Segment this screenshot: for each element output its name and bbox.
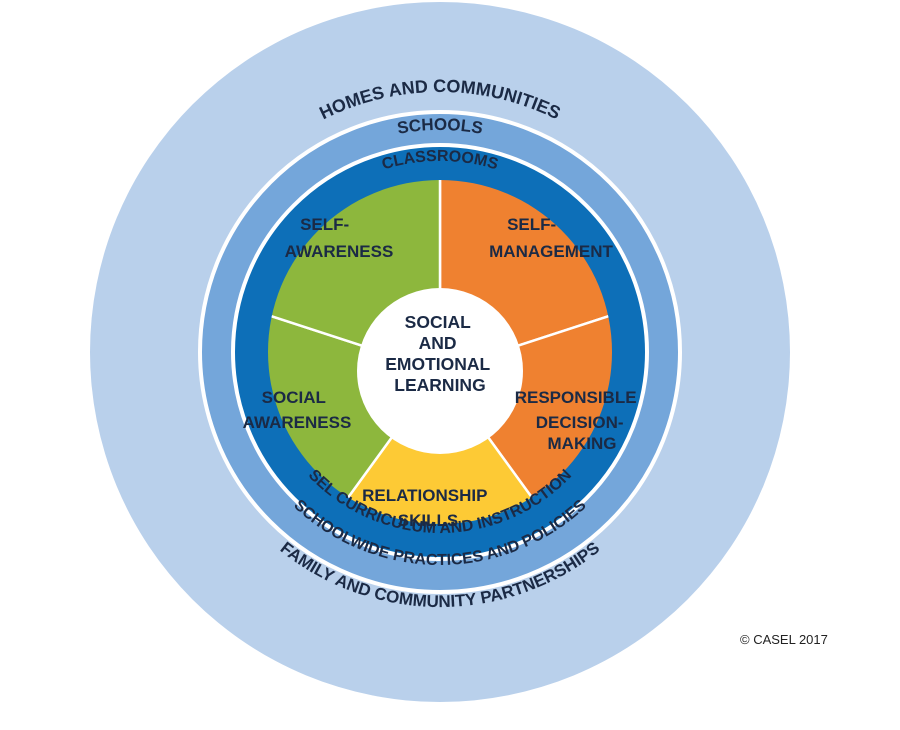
center-line-1: SOCIAL [405,312,471,332]
relationship-skills-label: RELATIONSHIP SKILLS [362,486,492,530]
self-management-line-1: SELF- [507,215,556,234]
center-circle [357,288,523,454]
responsible-decision-making-label: RESPONSIBLE DECISION- MAKING [515,388,642,453]
social-awareness-line-1: SOCIAL [262,388,326,407]
center-label: SOCIAL AND EMOTIONAL LEARNING [385,312,495,395]
responsible-decision-making-line-1: RESPONSIBLE [515,388,637,407]
self-management-label: SELF- MANAGEMENT [489,215,613,261]
center-line-2: AND [419,333,457,353]
self-awareness-line-1: SELF- [300,215,349,234]
center-line-3: EMOTIONAL [385,354,490,374]
self-management-line-2: MANAGEMENT [489,242,613,261]
social-awareness-line-2: AWARENESS [243,413,352,432]
responsible-decision-making-segment [298,368,582,524]
responsible-decision-making-line-3: MAKING [548,434,617,453]
schools-label: SCHOOLS [396,115,484,138]
relationship-skills-line-1: RELATIONSHIP [362,486,487,505]
center-line-4: LEARNING [394,375,485,395]
self-awareness-label: SELF- AWARENESS [285,215,394,261]
copyright-notice: © CASEL 2017 [740,632,828,647]
relationship-skills-line-2: SKILLS [398,511,458,530]
social-awareness-label: SOCIAL AWARENESS [243,388,352,432]
responsible-decision-making-line-2: DECISION- [536,413,624,432]
self-awareness-line-2: AWARENESS [285,242,394,261]
